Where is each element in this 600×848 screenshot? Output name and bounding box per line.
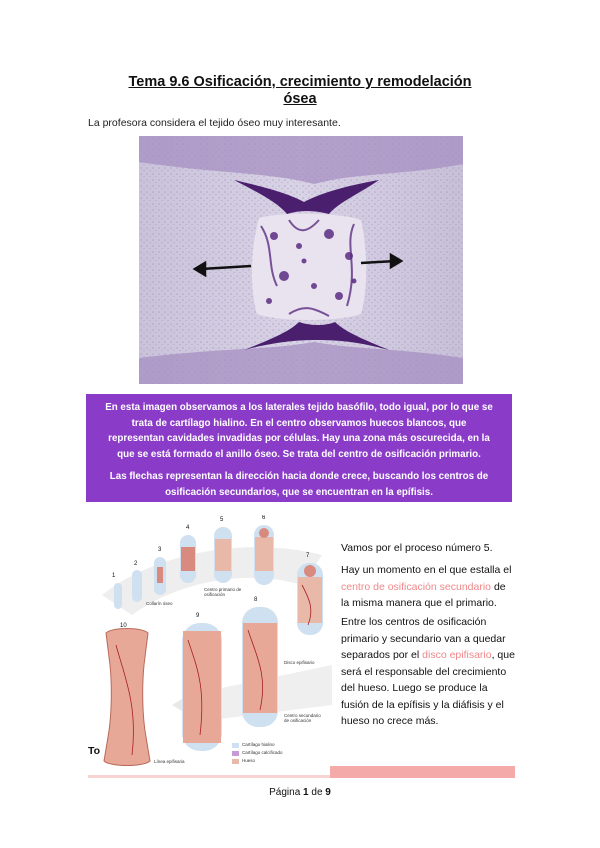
explanation-paragraph-2: Las flechas representan la dirección hac… xyxy=(109,471,489,498)
side-p2-start: Hay un momento en el que estalla el xyxy=(341,564,512,576)
diagram-step-5: 5 xyxy=(220,517,224,523)
highlight-epiphyseal-disc: disco epifisario xyxy=(422,649,492,661)
label-line: Línea epifisaria xyxy=(154,759,185,764)
side-p3-end: , que será el responsable del crecimient… xyxy=(341,649,515,727)
underline-decoration xyxy=(88,775,330,778)
explanation-box: En esta imagen observamos a los laterale… xyxy=(86,394,512,502)
page-footer: Página 1 de 9 xyxy=(0,787,600,798)
highlight-bar xyxy=(330,766,515,778)
diagram-step-3: 3 xyxy=(158,547,162,553)
side-p3-start: Entre los centros de osificación primari… xyxy=(341,616,506,661)
diagram-step-2: 2 xyxy=(134,561,138,567)
highlight-secondary-center: centro de osificación secundario xyxy=(341,580,492,593)
diagram-step-10: 10 xyxy=(120,623,127,629)
label-primary-center: Centro primario de osificación xyxy=(204,587,242,597)
legend-item-3: Hueso xyxy=(242,758,256,763)
footer-separator: de xyxy=(311,787,323,798)
footer-total-pages: 9 xyxy=(325,787,331,798)
side-p1-text: Vamos por el proceso número 5. xyxy=(341,542,493,554)
footer-prefix: Página xyxy=(269,787,301,798)
diagram-step-7: 7 xyxy=(306,553,310,559)
label-secondary-center: Centro secundario de osificación xyxy=(284,713,321,723)
trailing-text: To xyxy=(88,745,101,757)
legend-item-1: Cartílago hialino xyxy=(242,742,275,747)
diagram-step-1: 1 xyxy=(112,573,116,579)
diagram-step-6: 6 xyxy=(262,515,266,521)
title-line-2: ósea xyxy=(283,91,317,107)
footer-page-number: 1 xyxy=(303,787,309,798)
label-disc: Disco epifisario xyxy=(284,660,315,665)
label-collar: Collarín óseo xyxy=(146,601,173,606)
intro-text: La profesora considera el tejido óseo mu… xyxy=(88,117,341,129)
diagram-step-9: 9 xyxy=(196,613,200,619)
diagram-step-8: 8 xyxy=(254,597,258,603)
page-title: Tema 9.6 Osificación, crecimiento y remo… xyxy=(0,73,600,91)
side-p2-end: de la misma manera que el primario. xyxy=(341,580,506,610)
title-line-1: Tema 9.6 Osificación, crecimiento y remo… xyxy=(128,74,472,90)
side-paragraph-1: Vamos por el proceso número 5. xyxy=(341,540,516,557)
side-paragraph-3: Entre los centros de osificación primari… xyxy=(341,614,516,730)
ossification-diagram: 1 2 3 4 5 6 7 8 9 10 Collarín óseo Centr… xyxy=(92,515,342,773)
page-title-continuation: ósea xyxy=(0,90,600,108)
explanation-paragraph-1: En esta imagen observamos a los laterale… xyxy=(105,402,493,460)
diagram-step-4: 4 xyxy=(186,525,190,531)
histology-micrograph xyxy=(139,136,463,384)
side-paragraph-2: Hay un momento en el que estalla el cent… xyxy=(341,562,516,612)
legend-item-2: Cartílago calcificado xyxy=(242,750,283,755)
